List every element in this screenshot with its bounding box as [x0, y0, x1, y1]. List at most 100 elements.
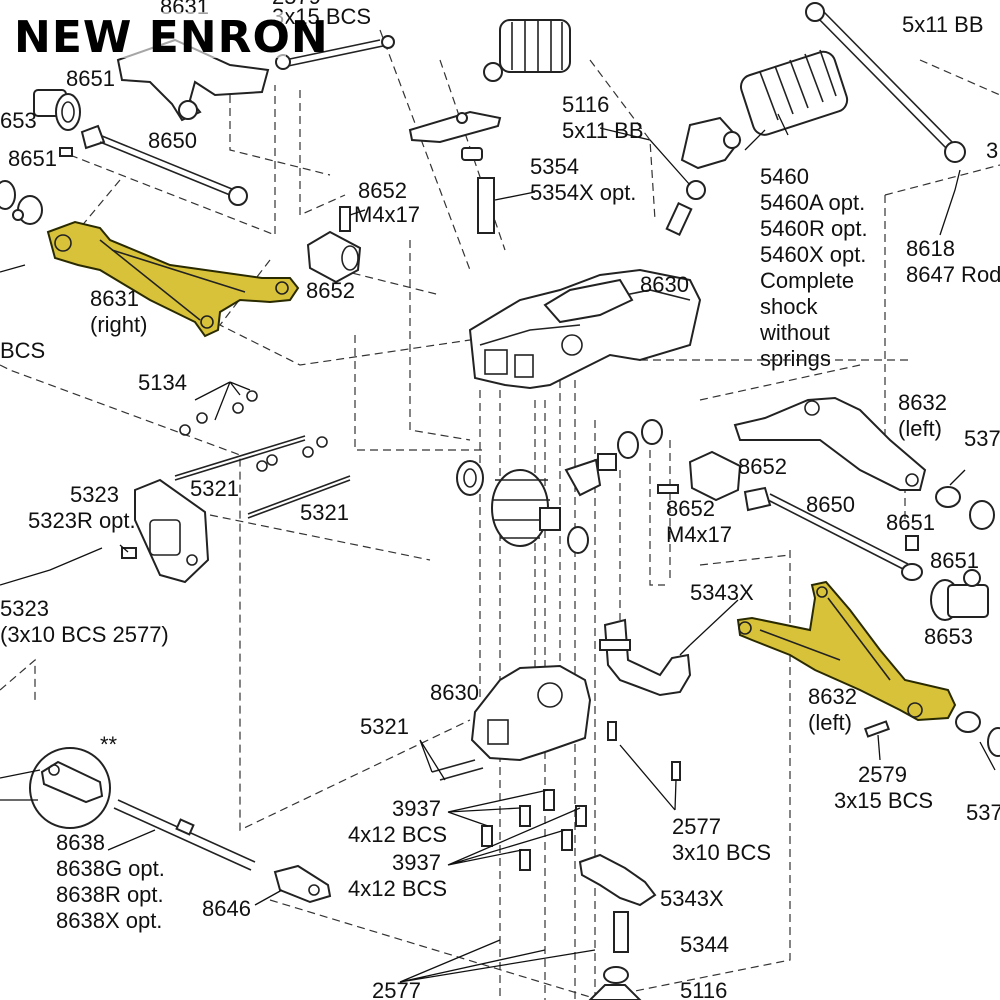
label-3x15-top: 3x15 BCS: [272, 4, 371, 29]
logo-text: NEW ENRON: [14, 12, 329, 63]
label-8653: 8653: [924, 624, 973, 649]
label-left-a: (left): [898, 416, 942, 441]
label-8630-a: 8630: [640, 272, 689, 297]
label-4x12-a: 4x12 BCS: [348, 822, 447, 847]
pin-8651: [59, 147, 73, 157]
detail-circle: [29, 747, 111, 829]
label-8631-right: (right): [90, 312, 147, 337]
label-8630-b: 8630: [430, 680, 479, 705]
arm-8631-right-highlighted: [46, 220, 300, 338]
hinge-pin-5321-b: [247, 475, 351, 519]
shaft-top: [275, 35, 395, 70]
assembly-guide-lines: [0, 29, 1000, 1000]
bulkhead-8630-upper: [468, 268, 702, 390]
label-left-b: (left): [808, 710, 852, 735]
cup-8652-lower: [688, 450, 742, 502]
shock-5460-assembly: [665, 49, 849, 236]
differential-gears: [456, 419, 663, 554]
clips-5134: [179, 390, 328, 472]
label-4x12-b: 4x12 BCS: [348, 876, 447, 901]
ring-537-upper: [935, 486, 995, 530]
plate-5323: [134, 478, 210, 584]
label-5321-a: 5321: [190, 476, 239, 501]
label-8650-a: 8650: [148, 128, 197, 153]
label-5460: 5460: [760, 164, 809, 189]
label-2577-a: 2577: [672, 814, 721, 839]
brace-5343x-upper: [599, 618, 692, 697]
cup-8652-upper: [306, 230, 362, 284]
hub-653: [33, 89, 81, 131]
bulkhead-8630-lower: [470, 664, 592, 762]
shock-body-center: [483, 19, 571, 82]
label-8652-d: 8652: [666, 496, 715, 521]
screws-3937: [481, 789, 587, 871]
hinge-pin-5321-a: [174, 435, 306, 481]
label-2579-top: 2579: [272, 0, 321, 9]
label-5460r: 5460R opt.: [760, 216, 868, 241]
arm-8632-left-highlighted: [736, 580, 957, 722]
label-8638x: 8638X opt.: [56, 908, 162, 933]
label-8650-b: 8650: [806, 492, 855, 517]
label-5343x-b: 5343X: [660, 886, 724, 911]
end-8646: [273, 864, 332, 904]
bearing-cluster-left: [0, 180, 43, 225]
label-3937-b: 3937: [392, 850, 441, 875]
label-5x11-b: 5x11 BB: [902, 12, 984, 37]
label-8651-c: 8651: [886, 510, 935, 535]
arm-8631-upper: [116, 38, 270, 122]
label-8632-a: 8632: [898, 390, 947, 415]
label-5460a: 5460A opt.: [760, 190, 865, 215]
hub-8653: [930, 569, 989, 621]
label-2577-b: 2577: [372, 978, 421, 1000]
bearing-5116-lower: [588, 966, 642, 1000]
hinge-pin-5321-c: [431, 759, 484, 781]
label-shock: shock: [760, 294, 818, 319]
label-8638: 8638: [56, 830, 105, 855]
shock-mount-5116: [408, 110, 502, 144]
label-8631: 8631: [90, 286, 139, 311]
label-8651-d: 8651: [930, 548, 979, 573]
driveshaft-8650-upper: [80, 124, 248, 206]
label-complete: Complete: [760, 268, 854, 293]
label-5323: 5323: [70, 482, 119, 507]
label-8652-a: 8652: [358, 178, 407, 203]
label-springs: springs: [760, 346, 831, 371]
label-5344: 5344: [680, 932, 729, 957]
label-8652-c: 8652: [738, 454, 787, 479]
label-8651-a: 8651: [66, 66, 115, 91]
label-8651-b: 8651: [8, 146, 57, 171]
label-5323-b: 5323: [0, 596, 49, 621]
pin-8651-right: [905, 535, 919, 551]
label-3x10-a: (3x10 BCS 2577): [0, 622, 169, 647]
label-5343x-a: 5343X: [690, 580, 754, 605]
label-8632-b: 8632: [808, 684, 857, 709]
screw-2579: [864, 720, 890, 738]
label-5460x: 5460X opt.: [760, 242, 866, 267]
pin-8652-m4x17-lower: [657, 484, 679, 494]
label-537-b: 537: [966, 800, 1000, 825]
label-5354x: 5354X opt.: [530, 180, 636, 205]
label-5354: 5354: [530, 154, 579, 179]
label-5116-a: 5116: [562, 92, 609, 117]
label-8646: 8646: [202, 896, 251, 921]
pin-8652-m4x17-upper: [339, 206, 351, 232]
driveshaft-8638: [113, 799, 256, 871]
label-m4x17-b: M4x17: [666, 522, 732, 547]
label-without: without: [759, 320, 830, 345]
label-bcs-a: BCS: [0, 338, 45, 363]
screw-5323: [121, 547, 137, 559]
driveshaft-8650-lower: [743, 486, 923, 581]
label-5134: 5134: [138, 370, 187, 395]
ring-537-lower: [955, 711, 1000, 757]
screws-2577: [607, 721, 681, 781]
label-8638r: 8638R opt.: [56, 882, 164, 907]
label-8647: 8647 Rod: [906, 262, 1000, 287]
label-3-tr: 3: [986, 138, 998, 163]
label-5321-b: 5321: [300, 500, 349, 525]
label-5323r: 5323R opt.: [28, 508, 136, 533]
label-8652-b: 8652: [306, 278, 355, 303]
label-2579: 2579: [858, 762, 907, 787]
label-3x15: 3x15 BCS: [834, 788, 933, 813]
